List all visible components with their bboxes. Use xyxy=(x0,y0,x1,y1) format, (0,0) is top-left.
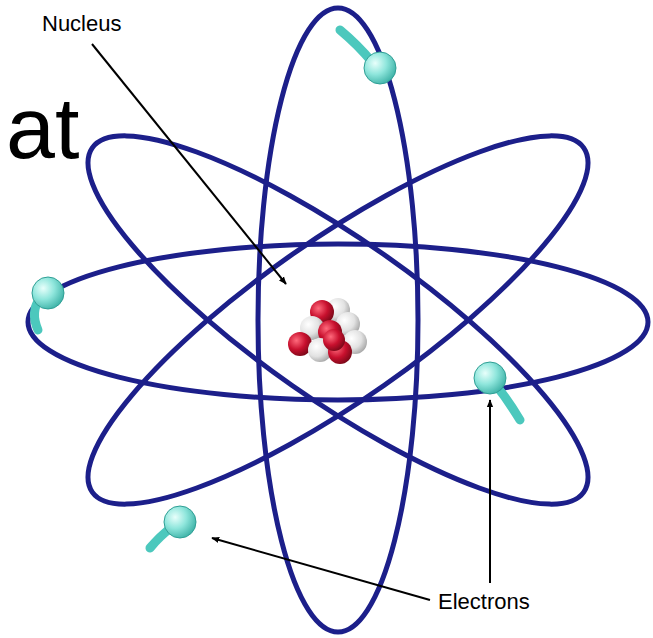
electron xyxy=(32,277,64,309)
leader-lines xyxy=(92,44,490,600)
orbit xyxy=(258,8,418,632)
orbit xyxy=(46,82,629,557)
proton xyxy=(323,329,345,351)
title-fragment: at xyxy=(4,78,81,179)
electron-trails xyxy=(34,30,520,548)
electron xyxy=(364,52,396,84)
electron-trail xyxy=(340,30,372,62)
electron xyxy=(474,362,506,394)
leader-line xyxy=(92,44,286,284)
part-label: Nucleus xyxy=(40,10,123,38)
nucleus-cluster xyxy=(288,298,367,364)
leader-line xyxy=(489,400,491,583)
orbit xyxy=(46,82,629,557)
electrons xyxy=(32,52,506,538)
electron xyxy=(164,506,196,538)
part-label: Electrons xyxy=(436,588,532,616)
orbits xyxy=(28,8,648,632)
orbit xyxy=(28,244,648,400)
leader-line xyxy=(212,538,430,600)
